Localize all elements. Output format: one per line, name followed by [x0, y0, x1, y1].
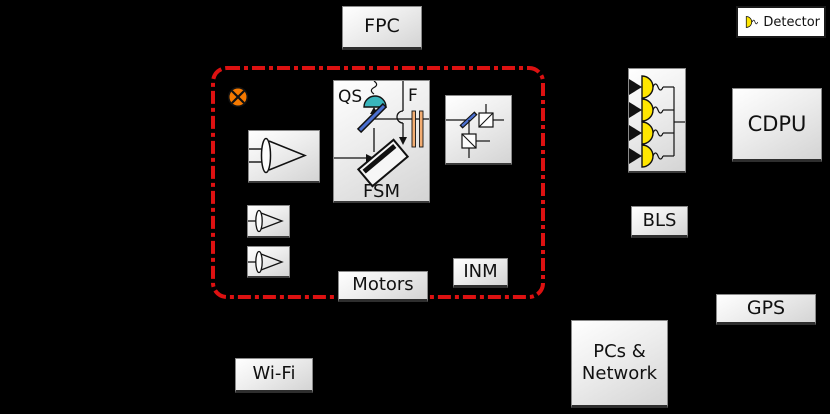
red-dashed-border [211, 66, 545, 299]
signal-squiggle-icon [751, 19, 759, 25]
fsm-label: FSM [363, 181, 400, 202]
f-label: F [408, 86, 418, 106]
motors-label: Motors [352, 274, 414, 296]
arrow-right-icon [629, 148, 642, 164]
cube-diagonal [478, 112, 494, 127]
inm-label: INM [463, 260, 498, 282]
steering-mirror-icon [358, 104, 386, 132]
lamp-cross-2 [231, 90, 245, 104]
telescope-icon [249, 137, 308, 174]
telescope-icon [248, 250, 284, 273]
detector-d-icon [745, 16, 753, 28]
beam-cone-icon [260, 252, 284, 271]
beamsplitter-box [445, 95, 512, 165]
gps-label: GPS [746, 296, 786, 319]
inm-box: INM [453, 258, 508, 288]
signal-squiggle-icon [652, 83, 664, 91]
detector-d-icon [641, 144, 654, 168]
wifi-label: Wi-Fi [252, 363, 296, 385]
wifi-box: Wi-Fi [235, 358, 313, 393]
pcs-network-box: PCs & Network [571, 320, 668, 408]
beam-cone-icon [268, 140, 308, 171]
bls-label: BLS [642, 209, 677, 231]
gps-box: GPS [716, 294, 816, 325]
filter-bar-icon [411, 110, 416, 148]
cdpu-box: CDPU [732, 88, 822, 162]
detector-d-icon [641, 121, 654, 145]
detector-legend-label: Detector [763, 14, 820, 30]
detector-array-box [628, 68, 686, 173]
fpc-label: FPC [364, 15, 400, 38]
beam-cone-icon [260, 212, 284, 230]
signal-squiggle-icon [370, 81, 378, 95]
cdpu-label: CDPU [747, 111, 807, 136]
lens-icon [255, 209, 263, 233]
optics-main-box: QS F FSM [333, 80, 430, 203]
detector-array-icons [629, 75, 685, 168]
motors-box: Motors [338, 271, 428, 302]
detector-d-icon [641, 98, 654, 122]
telescope-box-small-1 [247, 205, 290, 238]
fpc-box: FPC [342, 6, 422, 50]
signal-squiggle-icon [652, 106, 664, 114]
qs-dome-icon [363, 95, 387, 108]
fsm-mirror-icon [356, 138, 410, 188]
line-hop-icon [396, 110, 404, 124]
arrow-right-icon [629, 125, 642, 141]
telescope-icon [248, 209, 284, 233]
arrow-right-icon [629, 79, 642, 95]
bls-box: BLS [631, 206, 688, 238]
lens-icon [260, 137, 272, 174]
detector-legend-icon [745, 16, 759, 28]
filter-bar-icon [419, 110, 424, 148]
beamsplitter-icons [446, 103, 504, 158]
cube-diagonal [461, 133, 477, 148]
signal-squiggle-icon [652, 129, 664, 137]
pcs-label-line2: Network [581, 363, 658, 384]
arrow-right-icon [629, 102, 642, 118]
optics-main-icons [334, 81, 429, 188]
pcs-label-line1: PCs & [593, 340, 646, 362]
telescope-box-large [248, 130, 320, 183]
signal-squiggle-icon [652, 152, 664, 160]
detector-legend: Detector [736, 6, 826, 38]
lamp-icon [227, 86, 249, 108]
lens-icon [255, 250, 263, 273]
arrow-down-icon [399, 137, 407, 145]
detector-d-icon [641, 75, 654, 99]
qs-label: QS [338, 87, 363, 107]
telescope-box-small-2 [247, 246, 290, 278]
optical-bench-boundary [211, 66, 545, 299]
